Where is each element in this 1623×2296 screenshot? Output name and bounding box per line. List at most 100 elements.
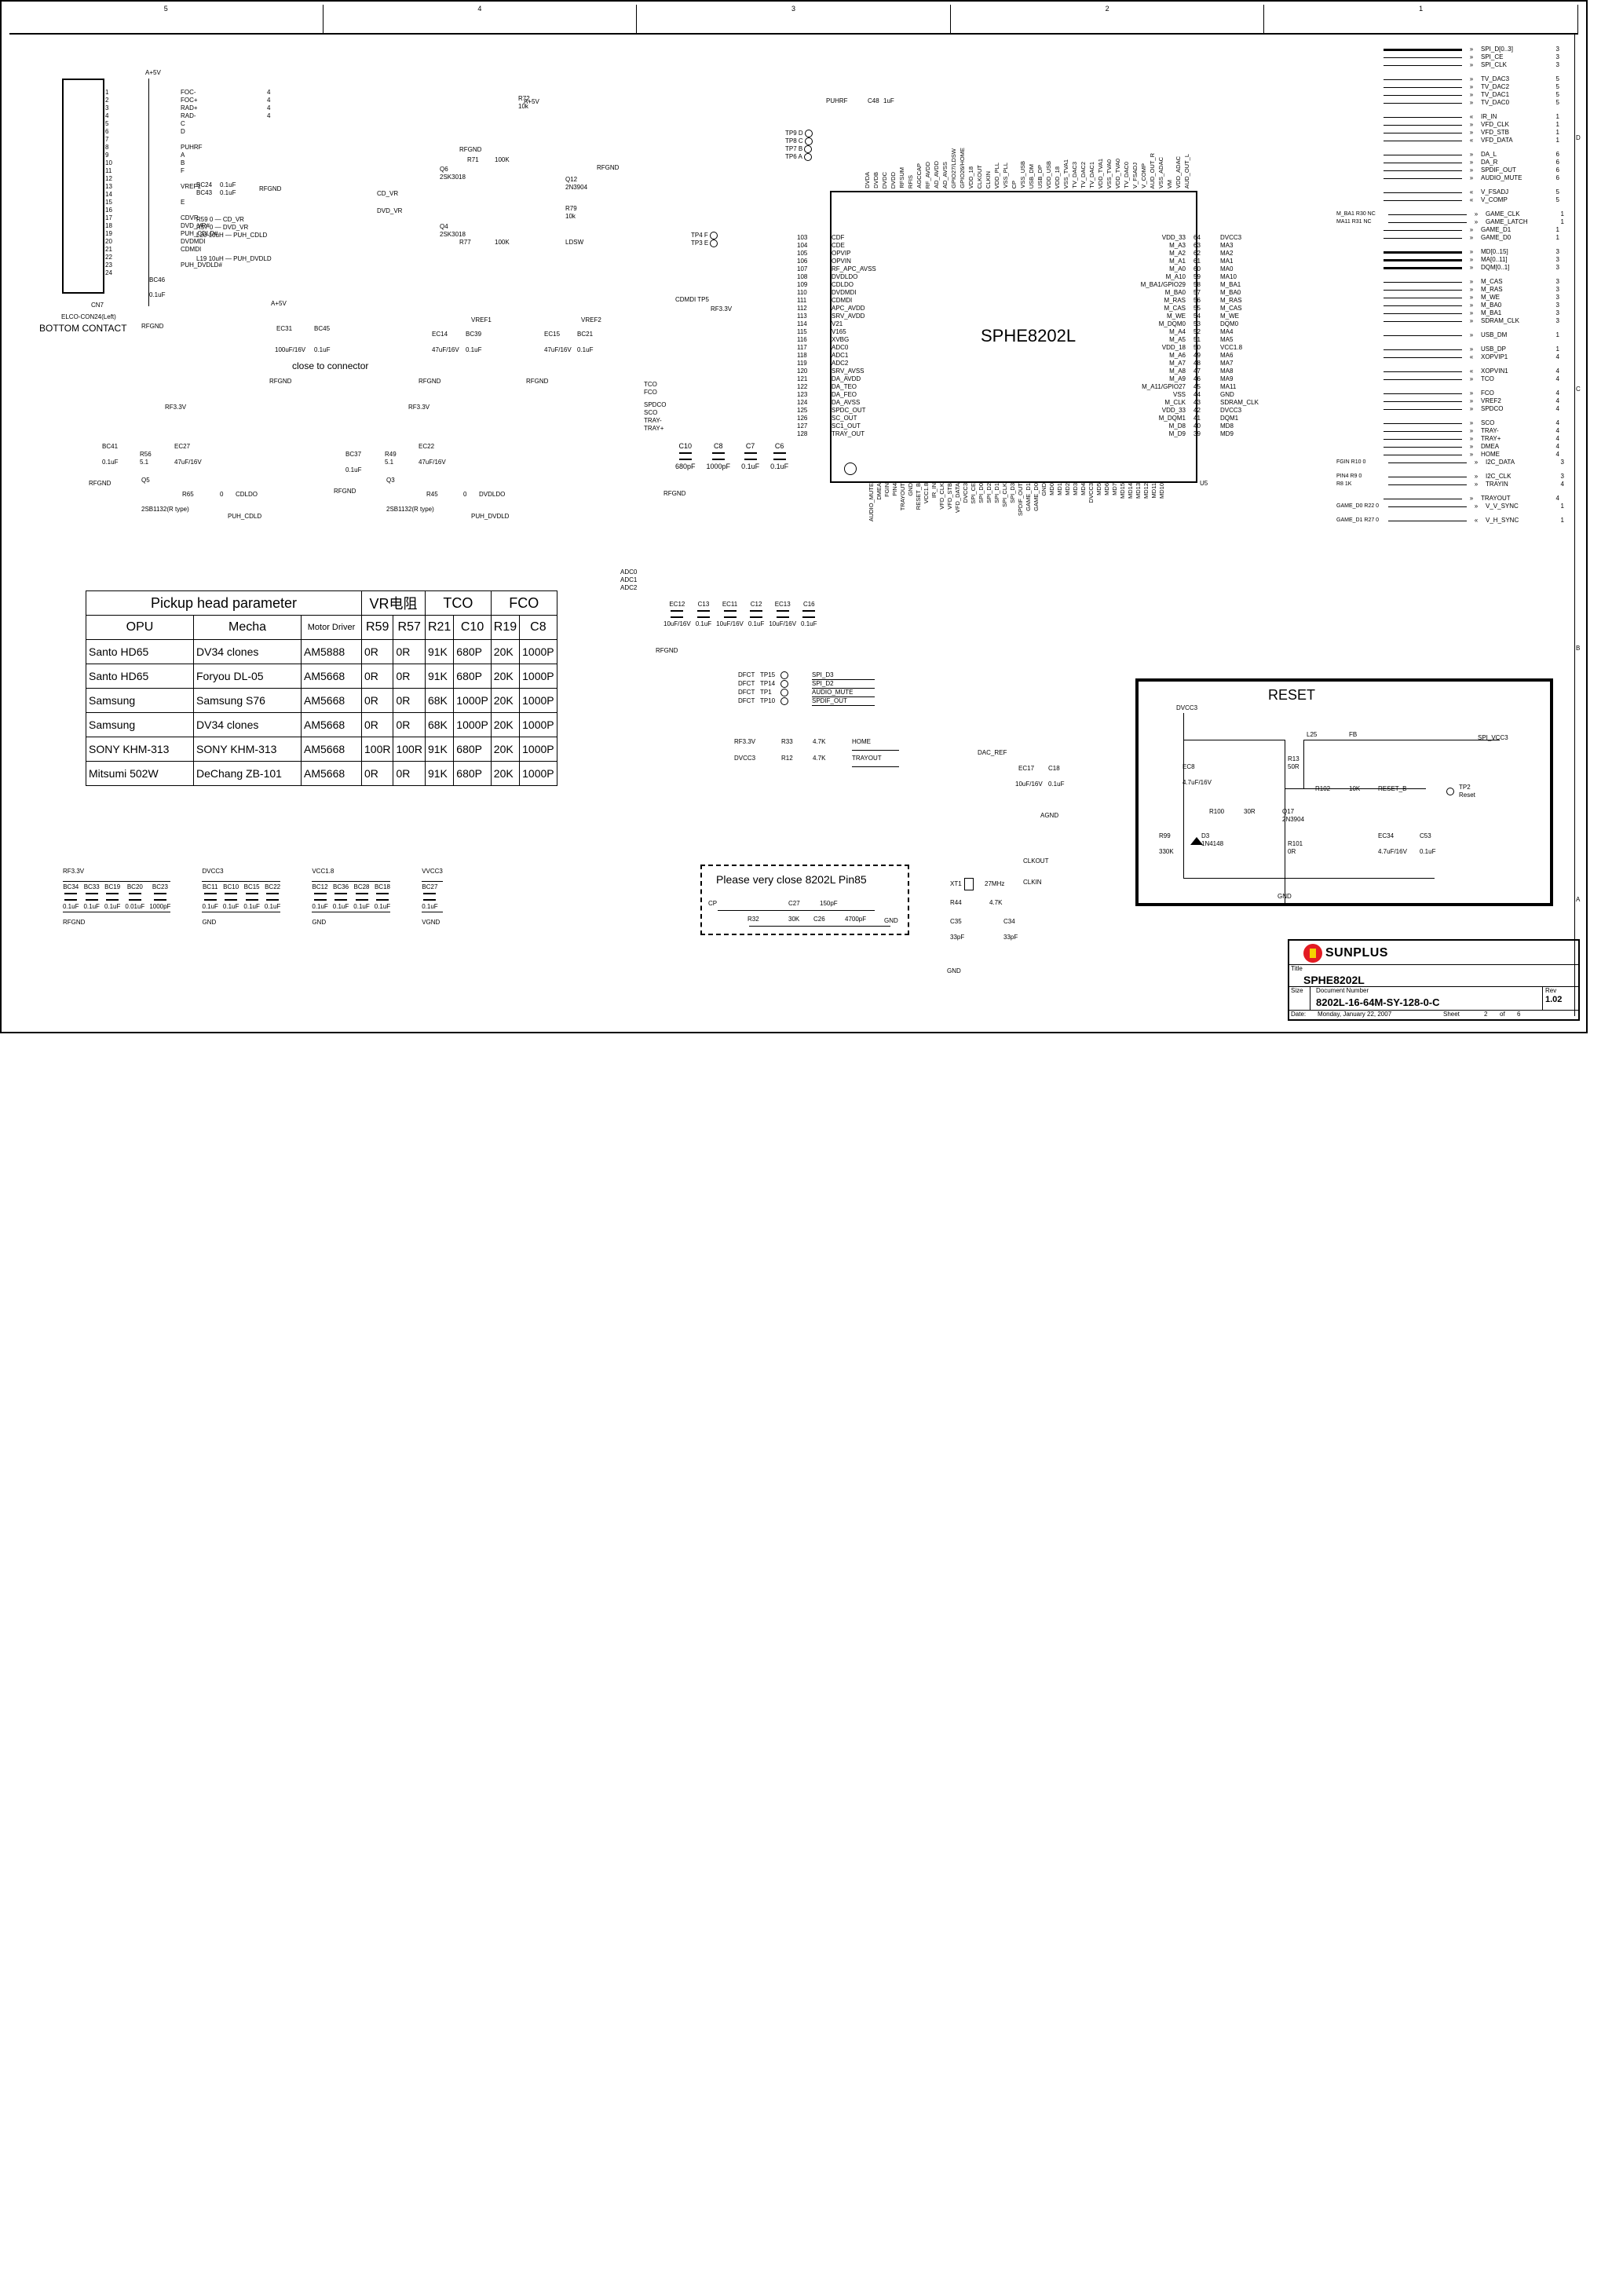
- supply-label: A+5V: [271, 300, 287, 307]
- resistor-ref: R32: [748, 916, 759, 923]
- offpage-connector[interactable]: »TRAY-4: [1384, 427, 1564, 435]
- ground-label: RFGND: [269, 378, 292, 385]
- chevron-right-icon: »: [1469, 345, 1474, 353]
- offpage-connector[interactable]: »DQM[0..1]3: [1384, 264, 1564, 272]
- ic-pin: SPI_CLK: [1001, 483, 1008, 507]
- test-point-icon[interactable]: [1446, 784, 1454, 799]
- ic-ref: U5: [1200, 480, 1208, 487]
- chevron-right-icon: »: [1469, 174, 1474, 181]
- test-point-icon[interactable]: [780, 697, 788, 706]
- supply-label: DVCC3: [1176, 704, 1198, 711]
- connector-series-parts: R59 0 — CD_VR R57 0 — DVD_VR L20 10uH — …: [196, 216, 272, 262]
- supply-label: A+5V: [145, 69, 161, 76]
- test-point-icon[interactable]: [780, 671, 788, 679]
- resistor-ref: R49: [385, 451, 397, 458]
- table-cell: 20K: [490, 712, 521, 737]
- table-cell: 1000P: [519, 688, 557, 713]
- ground-label: RFGND: [656, 647, 678, 654]
- offpage-connector[interactable]: »SPI_D[0..3]3: [1384, 46, 1564, 53]
- test-point-icon: [804, 137, 813, 146]
- chevron-left-icon: «: [1469, 137, 1474, 144]
- offpage-connector[interactable]: »TRAY+4: [1384, 435, 1564, 443]
- cap-ref: C34: [1003, 918, 1015, 925]
- test-point-icon[interactable]: [780, 680, 788, 689]
- ic-pin: VFD_STB: [946, 483, 953, 510]
- chevron-left-icon: «: [1469, 188, 1474, 196]
- ground-label: GND: [1278, 893, 1292, 900]
- sunplus-logo-icon: [1303, 944, 1322, 963]
- zone-ruler-top: 5 4 3 2 1: [9, 5, 1578, 35]
- ic-pin: VFD_CLK: [938, 483, 945, 510]
- cap-ref: EC22: [419, 443, 435, 450]
- test-point-icon[interactable]: [780, 689, 788, 697]
- ic-pin: FGIN: [883, 483, 890, 497]
- column-header: R21: [424, 615, 455, 640]
- table-cell: 1000P: [519, 761, 557, 786]
- offpage-connector[interactable]: »MD[0..15]3: [1384, 248, 1564, 256]
- chevron-right-icon: »: [1474, 459, 1479, 466]
- table-header-row: OPU Mecha Motor Driver R59 R57 R21 C10 R…: [86, 615, 557, 640]
- pickup-head-parameter-table: Pickup head parameter VR电阻 TCO FCO OPU M…: [86, 590, 557, 786]
- ic-pin: USB_DM: [1028, 163, 1035, 188]
- company-name: SUNPLUS: [1325, 946, 1388, 960]
- rev-label: Rev: [1545, 987, 1557, 994]
- ic-pin: AGCCAP: [916, 163, 923, 188]
- offpage-connector[interactable]: »MA[0..11]3: [1384, 256, 1564, 264]
- net-label: DVD_VR: [377, 207, 403, 214]
